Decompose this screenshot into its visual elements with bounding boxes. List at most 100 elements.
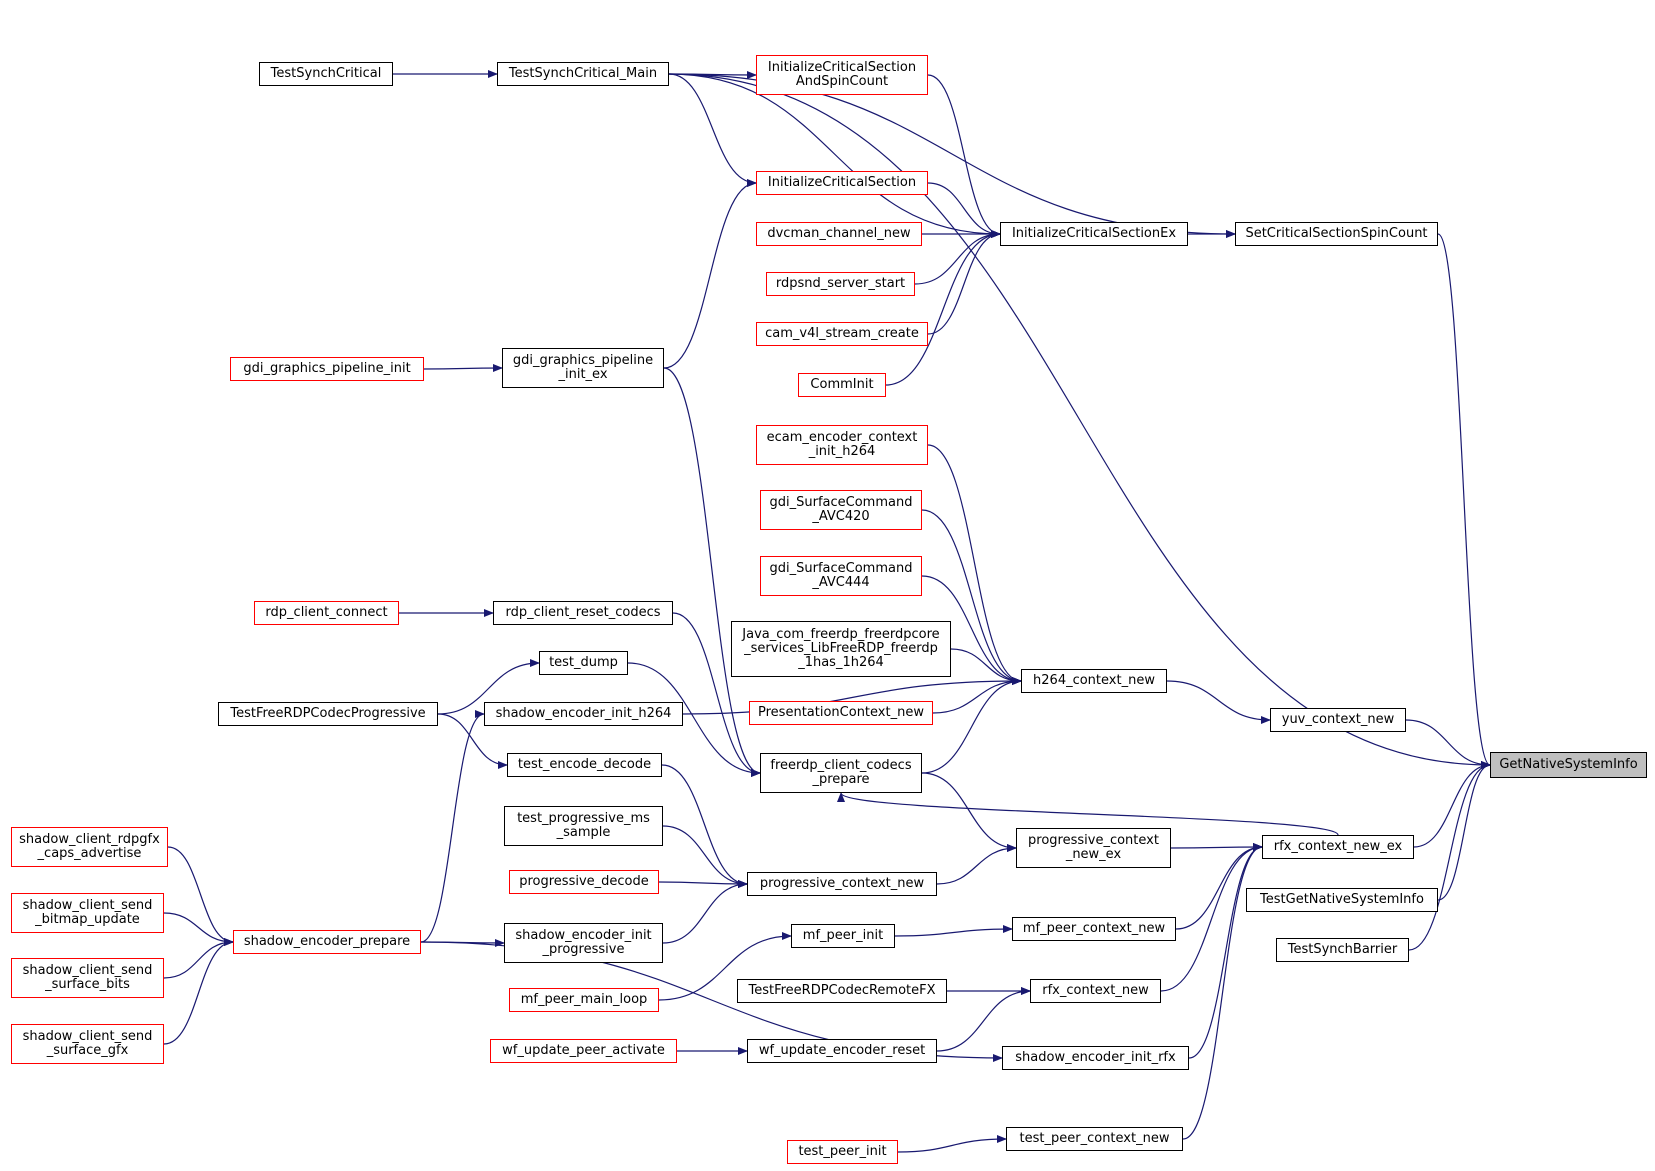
edge-test-peer-init-to-test-peer-context-new bbox=[897, 1135, 1007, 1153]
edge-gdi-graphics-pipeline-init-to-gdi-graphics-pipeline-init-ex bbox=[423, 364, 503, 373]
node-ecam-encoder-context-init-h264[interactable]: ecam_encoder_context _init_h264 bbox=[756, 425, 928, 465]
node-test-dump[interactable]: test_dump bbox=[539, 651, 628, 675]
edge-testsynchcritical-main-to-initializecriticalsection bbox=[668, 73, 757, 187]
edge-mf-peer-init-to-mf-peer-context-new bbox=[894, 925, 1013, 937]
node-initialize-critical-section-and-spin-count[interactable]: InitializeCriticalSection AndSpinCount bbox=[756, 55, 928, 95]
edge-test-peer-context-new-to-rfx-context-new-ex bbox=[1182, 843, 1263, 1140]
node-shadow-client-rdpgfx-caps-advertise[interactable]: shadow_client_rdpgfx _caps_advertise bbox=[11, 827, 168, 867]
edge-initializecriticalsection-to-initializecriticalsectionex bbox=[927, 182, 1001, 238]
node-h264-context-new[interactable]: h264_context_new bbox=[1021, 669, 1167, 693]
edge-gdi-surfacecommand-avc444-to-h264-context-new bbox=[921, 575, 1022, 685]
edge-freerdp-client-codecs-prepare-to-progressive-context-new-ex bbox=[921, 772, 1017, 852]
edge-test-encode-decode-to-progressive-context-new bbox=[661, 764, 748, 888]
node-test-get-native-system-info[interactable]: TestGetNativeSystemInfo bbox=[1246, 888, 1438, 912]
edge-rfx-context-new-ex-to-getnativesysteminfo bbox=[1413, 761, 1491, 848]
edge-cam-v4l-stream-create-to-initializecriticalsectionex bbox=[927, 230, 1001, 335]
edge-gdi-graphics-pipeline-init-ex-to-initializecriticalsection bbox=[663, 179, 757, 369]
edge-testsynchcritical-main-to-initializecriticalsectionex bbox=[668, 73, 1001, 238]
node-progressive-context-new-ex[interactable]: progressive_context _new_ex bbox=[1016, 828, 1171, 868]
edge-shadow-encoder-init-rfx-to-rfx-context-new-ex bbox=[1188, 843, 1263, 1059]
node-test-peer-init[interactable]: test_peer_init bbox=[787, 1140, 898, 1164]
edge-progressive-context-new-to-progressive-context-new-ex bbox=[936, 844, 1017, 885]
node-test-freerdp-codec-progressive[interactable]: TestFreeRDPCodecProgressive bbox=[218, 702, 438, 726]
node-get-native-system-info: GetNativeSystemInfo bbox=[1490, 752, 1647, 778]
edge-progressive-context-new-ex-to-rfx-context-new-ex bbox=[1170, 843, 1263, 852]
node-rfx-context-new-ex[interactable]: rfx_context_new_ex bbox=[1262, 835, 1414, 859]
edge-rfx-context-new-ex-to-freerdp-client-codecs-prepare bbox=[837, 792, 1339, 836]
edge-test-dump-to-freerdp-client-codecs-prepare bbox=[627, 662, 761, 777]
edge-rfx-context-new-to-rfx-context-new-ex bbox=[1160, 843, 1263, 992]
node-gdi-graphics-pipeline-init-ex[interactable]: gdi_graphics_pipeline _init_ex bbox=[502, 348, 664, 388]
edge-shadow-client-send-surface-gfx-to-shadow-encoder-prepare bbox=[163, 938, 234, 1045]
edge-comminit-to-initializecriticalsectionex bbox=[885, 230, 1001, 386]
node-shadow-client-send-bitmap-update[interactable]: shadow_client_send _bitmap_update bbox=[11, 893, 164, 933]
node-dvcman-channel-new[interactable]: dvcman_channel_new bbox=[756, 222, 922, 246]
edge-testsynchcritical-main-to-setcriticalsectionspincount bbox=[668, 73, 1236, 238]
node-comm-init[interactable]: CommInit bbox=[798, 373, 886, 397]
node-test-freerdp-codec-remotefx[interactable]: TestFreeRDPCodecRemoteFX bbox=[737, 979, 947, 1003]
node-freerdp-client-codecs-prepare[interactable]: freerdp_client_codecs _prepare bbox=[760, 753, 922, 793]
node-rfx-context-new[interactable]: rfx_context_new bbox=[1030, 979, 1161, 1003]
node-test-progressive-ms-sample[interactable]: test_progressive_ms _sample bbox=[504, 806, 663, 846]
node-test-encode-decode[interactable]: test_encode_decode bbox=[507, 753, 662, 777]
node-mf-peer-context-new[interactable]: mf_peer_context_new bbox=[1012, 917, 1176, 941]
edge-progressive-decode-to-progressive-context-new bbox=[658, 879, 748, 888]
node-mf-peer-main-loop[interactable]: mf_peer_main_loop bbox=[509, 988, 659, 1012]
node-initialize-critical-section-ex[interactable]: InitializeCriticalSectionEx bbox=[1000, 222, 1188, 246]
edge-initializecriticalsectionandspincount-to-initializecriticalsectionex bbox=[927, 74, 1001, 238]
node-progressive-context-new[interactable]: progressive_context_new bbox=[747, 872, 937, 896]
node-presentation-context-new[interactable]: PresentationContext_new bbox=[749, 701, 933, 725]
node-test-synch-critical-main[interactable]: TestSynchCritical_Main bbox=[497, 62, 669, 86]
node-shadow-encoder-prepare[interactable]: shadow_encoder_prepare bbox=[233, 930, 421, 954]
node-shadow-encoder-init-progressive[interactable]: shadow_encoder_init _progressive bbox=[504, 923, 663, 963]
node-wf-update-encoder-reset[interactable]: wf_update_encoder_reset bbox=[747, 1039, 937, 1063]
edge-testsynchbarrier-to-getnativesysteminfo bbox=[1408, 761, 1491, 951]
edge-rdp-client-reset-codecs-to-freerdp-client-codecs-prepare bbox=[672, 612, 761, 777]
edge-shadow-encoder-prepare-to-shadow-encoder-init-h264 bbox=[420, 710, 485, 943]
node-test-peer-context-new[interactable]: test_peer_context_new bbox=[1006, 1127, 1183, 1151]
node-rdp-client-reset-codecs[interactable]: rdp_client_reset_codecs bbox=[493, 601, 673, 625]
node-shadow-encoder-init-rfx[interactable]: shadow_encoder_init_rfx bbox=[1002, 1046, 1189, 1070]
edge-mf-peer-main-loop-to-mf-peer-init bbox=[658, 932, 792, 1001]
edge-testgetnativesysteminfo-to-getnativesysteminfo bbox=[1437, 761, 1491, 901]
edge-testfreerdpcodecprogressive-to-test-dump bbox=[437, 659, 540, 715]
node-set-critical-section-spin-count[interactable]: SetCriticalSectionSpinCount bbox=[1235, 222, 1438, 246]
edge-setcriticalsectionspincount-to-getnativesysteminfo bbox=[1437, 233, 1491, 769]
node-yuv-context-new[interactable]: yuv_context_new bbox=[1270, 708, 1406, 732]
node-progressive-decode[interactable]: progressive_decode bbox=[509, 870, 659, 894]
edge-gdi-surfacecommand-avc420-to-h264-context-new bbox=[921, 509, 1022, 685]
edge-wf-update-encoder-reset-to-rfx-context-new bbox=[936, 987, 1031, 1052]
edge-presentationcontext-new-to-h264-context-new bbox=[932, 677, 1022, 714]
edge-test-progressive-ms-sample-to-progressive-context-new bbox=[662, 825, 748, 888]
node-cam-v4l-stream-create[interactable]: cam_v4l_stream_create bbox=[756, 322, 928, 346]
edge-java-has-h264-to-h264-context-new bbox=[950, 648, 1022, 685]
edge-ecam-encoder-context-init-h264-to-h264-context-new bbox=[927, 444, 1022, 685]
edge-testfreerdpcodecprogressive-to-test-encode-decode bbox=[437, 713, 508, 769]
node-test-synch-barrier[interactable]: TestSynchBarrier bbox=[1276, 938, 1409, 962]
edge-yuv-context-new-to-getnativesysteminfo bbox=[1405, 719, 1491, 769]
node-java-freerdp-has-h264[interactable]: Java_com_freerdp_freerdpcore _services_L… bbox=[731, 621, 951, 677]
node-rdp-client-connect[interactable]: rdp_client_connect bbox=[254, 601, 399, 625]
node-initialize-critical-section[interactable]: InitializeCriticalSection bbox=[756, 171, 928, 195]
node-gdi-surface-command-avc444[interactable]: gdi_SurfaceCommand _AVC444 bbox=[760, 556, 922, 596]
node-gdi-surface-command-avc420[interactable]: gdi_SurfaceCommand _AVC420 bbox=[760, 490, 922, 530]
node-wf-update-peer-activate[interactable]: wf_update_peer_activate bbox=[490, 1039, 677, 1063]
edge-shadow-encoder-init-progressive-to-progressive-context-new bbox=[662, 880, 748, 944]
node-gdi-graphics-pipeline-init[interactable]: gdi_graphics_pipeline_init bbox=[230, 357, 424, 381]
edge-gdi-graphics-pipeline-init-ex-to-freerdp-client-codecs-prepare bbox=[663, 367, 761, 777]
node-shadow-client-send-surface-bits[interactable]: shadow_client_send _surface_bits bbox=[11, 958, 164, 998]
edge-h264-context-new-to-yuv-context-new bbox=[1166, 680, 1271, 724]
edge-rdpsnd-server-start-to-initializecriticalsectionex bbox=[914, 230, 1001, 285]
edge-shadow-client-rdpgfx-caps-advertise-to-shadow-encoder-prepare bbox=[167, 846, 234, 946]
node-shadow-client-send-surface-gfx[interactable]: shadow_client_send _surface_gfx bbox=[11, 1024, 164, 1064]
edge-shadow-client-send-surface-bits-to-shadow-encoder-prepare bbox=[163, 938, 234, 979]
edge-shadow-encoder-init-h264-to-h264-context-new bbox=[682, 677, 1022, 715]
node-test-synch-critical[interactable]: TestSynchCritical bbox=[259, 62, 393, 86]
edge-shadow-client-send-bitmap-update-to-shadow-encoder-prepare bbox=[163, 912, 234, 946]
node-shadow-encoder-init-h264[interactable]: shadow_encoder_init_h264 bbox=[484, 702, 683, 726]
node-mf-peer-init[interactable]: mf_peer_init bbox=[791, 924, 895, 948]
edge-freerdp-client-codecs-prepare-to-h264-context-new bbox=[921, 677, 1022, 774]
node-rdpsnd-server-start[interactable]: rdpsnd_server_start bbox=[766, 272, 915, 296]
